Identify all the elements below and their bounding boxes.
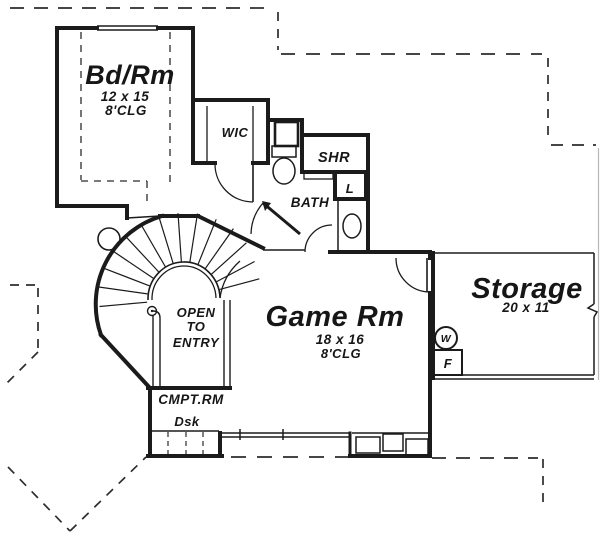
column — [97, 227, 121, 251]
chase — [273, 120, 300, 148]
vanity — [337, 198, 368, 252]
bedroom-label: Bd/Rm — [85, 60, 175, 90]
shower-entry — [303, 172, 334, 180]
cabinet-sink — [382, 433, 404, 452]
linen-label: L — [346, 181, 354, 196]
newel-post — [146, 305, 158, 317]
wic-label: WIC — [222, 125, 249, 140]
bath-door-leaf — [262, 201, 301, 236]
storage-dims: 20 x 11 — [501, 300, 550, 315]
toilet-bowl — [272, 157, 296, 185]
stair-rail-curve — [219, 260, 241, 299]
toilet-tank — [271, 145, 297, 158]
stair-treads — [98, 213, 260, 308]
thin-lines — [97, 25, 599, 440]
bedroom-dims: 12 x 15 — [101, 89, 150, 104]
open-to-entry-line2: TO — [187, 319, 206, 334]
open-to-entry-line3: ENTRY — [173, 335, 220, 350]
closet-rods — [206, 106, 254, 161]
game-room-label: Game Rm — [266, 301, 405, 333]
game-room-ceiling: 8'CLG — [321, 346, 361, 361]
ceiling-break-lines — [80, 32, 171, 204]
roof-outline-dashed — [5, 7, 596, 532]
wic-door-arc — [214, 163, 254, 203]
desk-lines — [167, 432, 204, 454]
fixtures — [97, 120, 463, 456]
bath-door-arc — [250, 202, 264, 235]
game-room-dims: 18 x 16 — [316, 332, 365, 347]
game-door-arc — [304, 224, 333, 253]
furnace-label: F — [444, 356, 453, 371]
computer-room-label: CMPT.RM — [158, 392, 224, 407]
storage-label: Storage — [471, 273, 582, 305]
cabinet — [405, 438, 429, 456]
sink — [342, 213, 362, 239]
open-to-entry-line1: OPEN — [177, 305, 216, 320]
doors — [214, 163, 431, 293]
bath-door-tip — [262, 201, 271, 211]
water-heater-label: W — [441, 333, 452, 345]
stair-landing-arc — [147, 261, 221, 301]
bath-label: BATH — [291, 195, 330, 210]
cabinet — [355, 436, 381, 454]
storage-door-arc — [395, 257, 431, 293]
furnace-box — [433, 349, 463, 376]
desk-label: Dsk — [174, 414, 200, 429]
stair — [98, 213, 260, 388]
bedroom-ceiling: 8'CLG — [105, 103, 147, 118]
shower-label: SHR — [318, 150, 350, 166]
